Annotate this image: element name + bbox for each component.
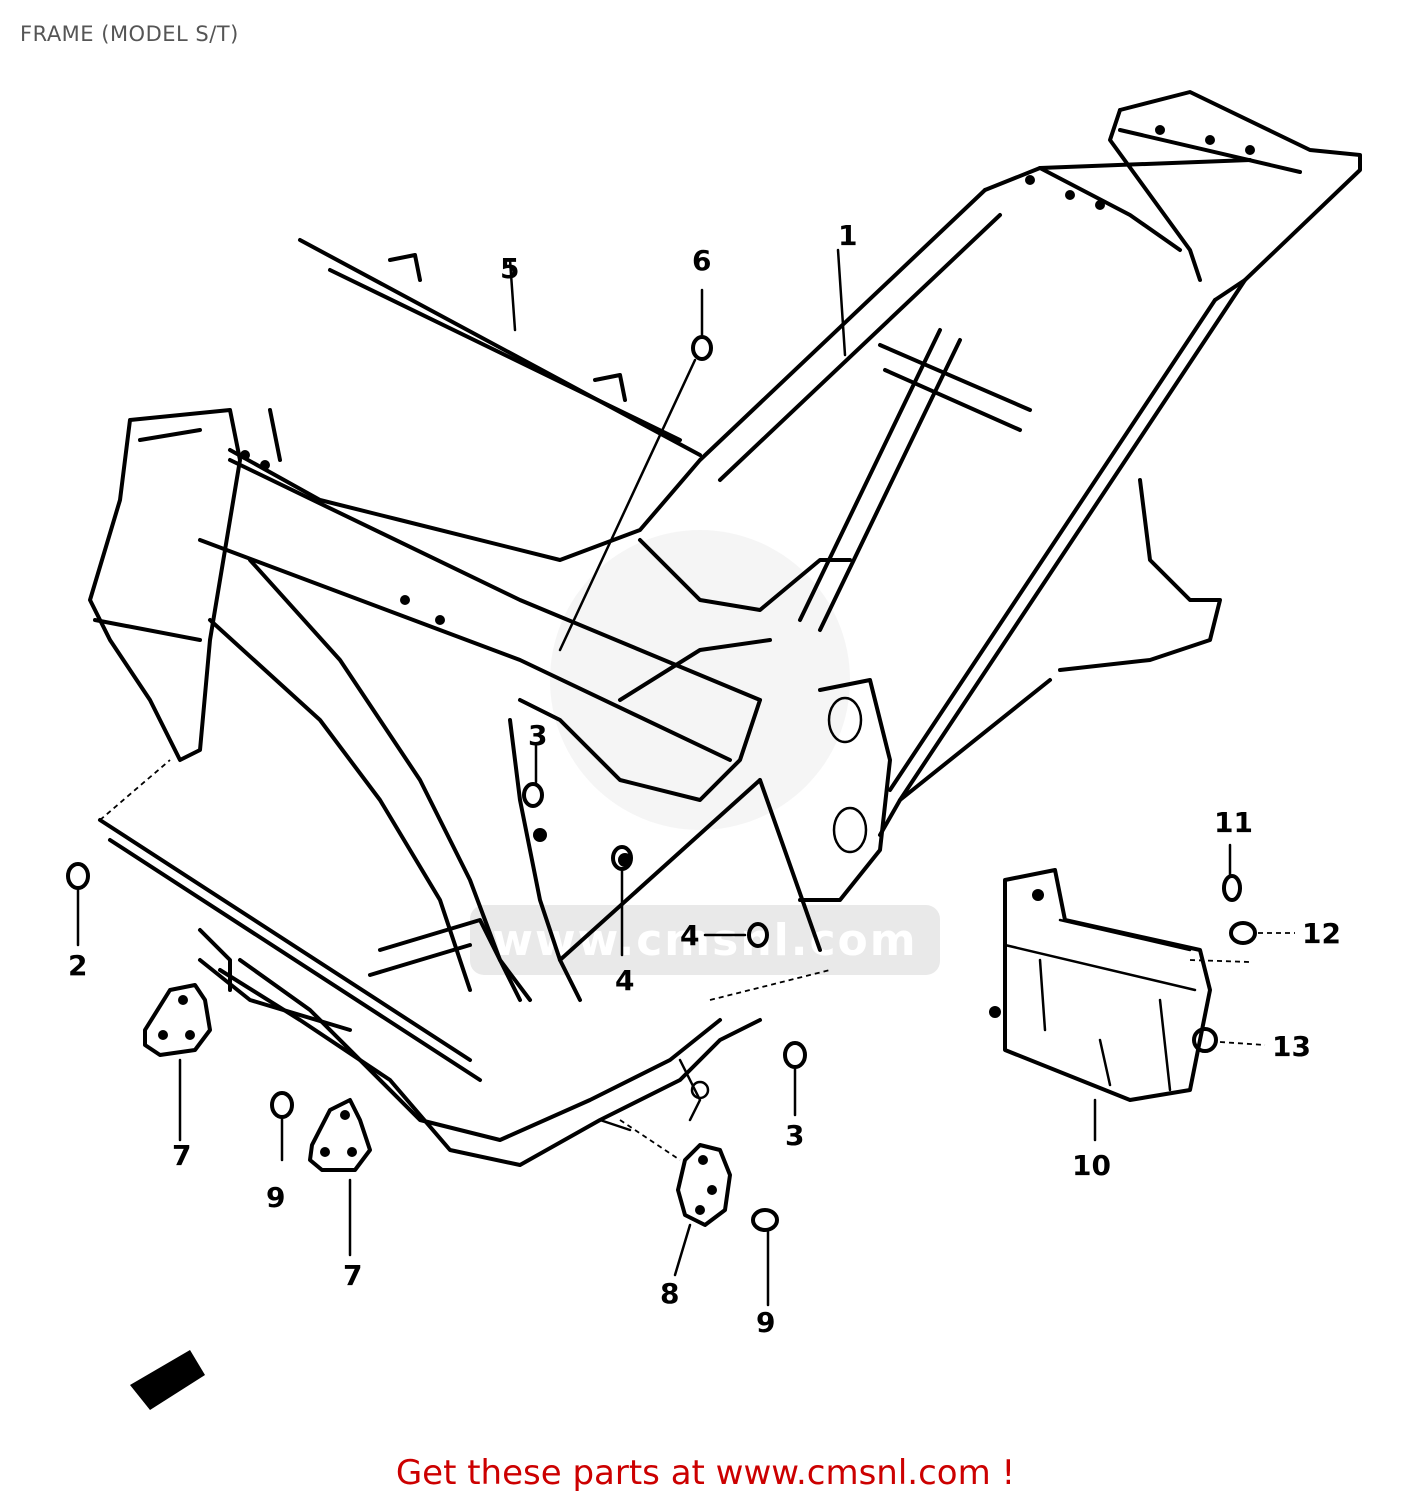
- callout-7a: 7: [172, 1139, 191, 1172]
- nut-13-icon: [1192, 1027, 1218, 1053]
- callout-10: 10: [1072, 1149, 1111, 1182]
- watermark: www.cmsnl.com: [470, 530, 940, 975]
- bracket-8: [673, 1143, 732, 1277]
- callout-3a: 3: [528, 719, 547, 752]
- callout-4b: 4: [680, 919, 699, 952]
- main-frame: [88, 90, 1362, 1002]
- callout-4a: 4: [615, 964, 634, 997]
- lower-cradle: [98, 818, 762, 1167]
- callout-11: 11: [1214, 806, 1253, 839]
- callouts: 1 2 3 3 4 4 5 6 7 7 8 9 9 10 11 12 13: [68, 219, 1341, 1339]
- callout-8: 8: [660, 1277, 679, 1310]
- callout-12: 12: [1302, 917, 1341, 950]
- get-parts-link[interactable]: Get these parts at www.cmsnl.com !: [395, 1453, 1016, 1493]
- washer-12-icon: [1229, 921, 1257, 945]
- bolt-9a-icon: [270, 1091, 294, 1119]
- callout-7b: 7: [343, 1259, 362, 1292]
- bolt-2-icon: [66, 862, 90, 890]
- callout-13: 13: [1272, 1030, 1311, 1063]
- callout-1: 1: [838, 219, 857, 252]
- bolts: [66, 288, 807, 1307]
- callout-9b: 9: [756, 1306, 775, 1339]
- page-title: FRAME (MODEL S/T): [20, 22, 239, 46]
- bracket-7b: [308, 1098, 372, 1257]
- frame-holes: [240, 125, 1255, 867]
- bolt-3b-icon: [783, 1041, 807, 1069]
- battery-box-10: [989, 843, 1295, 1142]
- callout-6: 6: [692, 244, 711, 277]
- bracket-7a: [143, 983, 212, 1142]
- screw-11-icon: [1222, 874, 1242, 902]
- callout-2: 2: [68, 949, 87, 982]
- bolt-3a-icon: [522, 782, 544, 808]
- bolt-6-icon: [691, 335, 713, 361]
- callout-5: 5: [500, 252, 519, 285]
- upper-bracket-rail: [298, 238, 702, 457]
- front-arrow-icon: [130, 1350, 205, 1410]
- leader-lines: [99, 248, 847, 1161]
- callout-9a: 9: [266, 1181, 285, 1214]
- callout-3b: 3: [785, 1119, 804, 1152]
- bolt-4b-icon: [747, 922, 769, 948]
- bolt-9b-icon: [751, 1208, 779, 1232]
- watermark-text: www.cmsnl.com: [492, 915, 917, 966]
- frame-diagram: www.cmsnl.com: [66, 90, 1362, 1410]
